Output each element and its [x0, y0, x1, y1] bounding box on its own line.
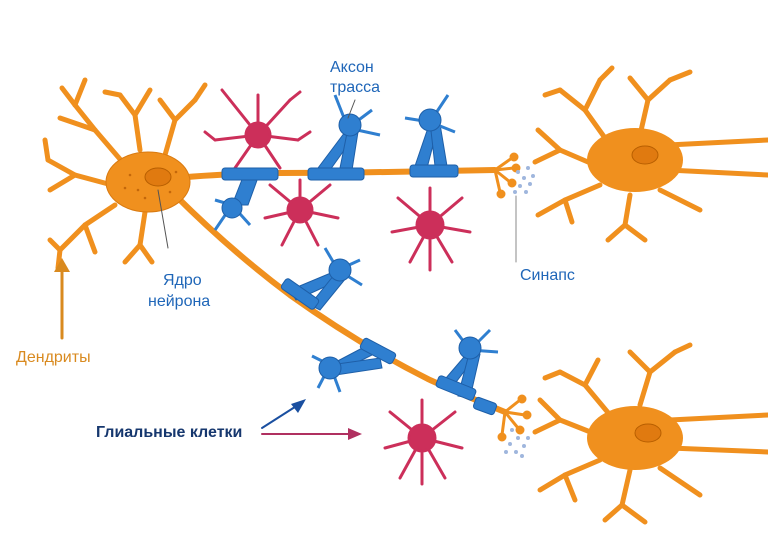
astrocyte-2	[263, 178, 340, 247]
astrocytes	[203, 88, 472, 486]
glial-arrow-blue	[261, 404, 299, 429]
right-neuron-bottom	[532, 342, 768, 525]
oligodendrocytes	[213, 94, 499, 399]
nucleus-label-line2: нейрона	[148, 293, 211, 310]
astrocyte-4	[383, 398, 464, 486]
pointer-lines	[60, 99, 517, 435]
oligodendrocyte-1	[213, 171, 261, 231]
astrocyte-1	[203, 88, 312, 170]
right-neuron-top	[532, 65, 768, 243]
dendrites-arrowhead-icon	[54, 258, 70, 272]
axon-terminals	[493, 152, 532, 442]
astrocyte-3	[390, 186, 472, 272]
axon-label-line2: трасса	[330, 79, 381, 96]
oligodendrocyte-3	[404, 94, 456, 169]
myelin-sheaths	[221, 164, 498, 416]
dendrites-label: Дендриты	[16, 349, 91, 366]
left-neuron-granules	[123, 170, 178, 200]
left-neuron-dendrites	[42, 77, 208, 271]
glial-arrowhead-red-icon	[348, 428, 362, 440]
nucleus-label-line1: Ядро	[163, 272, 202, 289]
left-neuron-nucleus	[144, 167, 172, 187]
glial-arrowhead-blue-icon	[291, 399, 306, 413]
axon-leader	[347, 99, 356, 119]
glial-cells-label: Глиальные клетки	[96, 424, 243, 441]
axon-label-line1: Аксон	[330, 59, 374, 76]
synapse-label: Синапс	[520, 267, 575, 284]
nucleus-leader	[157, 189, 169, 249]
synaptic-vesicles	[504, 166, 535, 458]
oligodendrocyte-2	[317, 94, 381, 171]
